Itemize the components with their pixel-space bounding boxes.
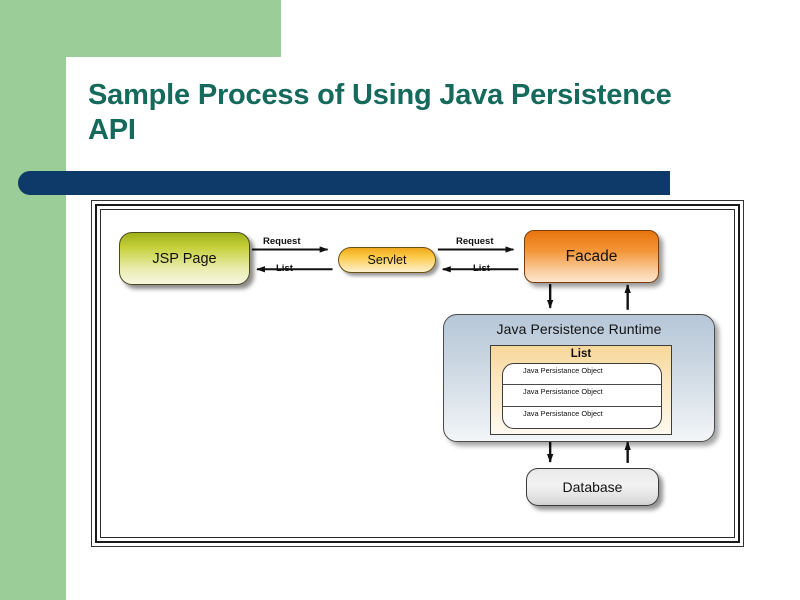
diagram-canvas: JSP Page Servlet Facade Java Persistence… xyxy=(101,210,734,537)
node-facade-label: Facade xyxy=(565,247,618,265)
list-title-label: List xyxy=(570,348,592,360)
node-jsp-page-label: JSP Page xyxy=(152,250,217,267)
arrow-label-request-servlet-facade: Request xyxy=(456,236,494,247)
node-servlet[interactable]: Servlet xyxy=(338,247,436,273)
arrow-label-request-jsp-servlet: Request xyxy=(263,236,301,247)
list-item[interactable]: Java Persistance Object xyxy=(523,408,603,418)
node-java-persistence-runtime[interactable]: Java Persistence Runtime List Java Persi… xyxy=(443,314,715,442)
node-servlet-label: Servlet xyxy=(367,253,407,267)
list-item[interactable]: Java Persistance Object xyxy=(503,364,661,386)
list-items: Java Persistance Object Java Persistance… xyxy=(502,363,662,429)
arrow-label-list-servlet-jsp: List xyxy=(276,263,293,274)
node-jsp-page[interactable]: JSP Page xyxy=(119,232,250,285)
green-left-rail xyxy=(0,0,66,600)
node-database-label: Database xyxy=(562,479,623,495)
list-container[interactable]: List Java Persistance Object Java Persis… xyxy=(490,345,672,435)
list-item[interactable]: Java Persistance Object xyxy=(503,385,661,407)
page-title: Sample Process of Using Java Persistence… xyxy=(88,79,672,147)
diagram-inner-border: JSP Page Servlet Facade Java Persistence… xyxy=(100,209,735,538)
diagram-frame: JSP Page Servlet Facade Java Persistence… xyxy=(95,204,740,543)
node-facade[interactable]: Facade xyxy=(524,230,659,283)
arrow-label-list-facade-servlet: List xyxy=(473,263,490,274)
runtime-title-label: Java Persistence Runtime xyxy=(496,321,662,337)
node-database[interactable]: Database xyxy=(526,468,659,506)
accent-divider-bar xyxy=(18,171,670,195)
